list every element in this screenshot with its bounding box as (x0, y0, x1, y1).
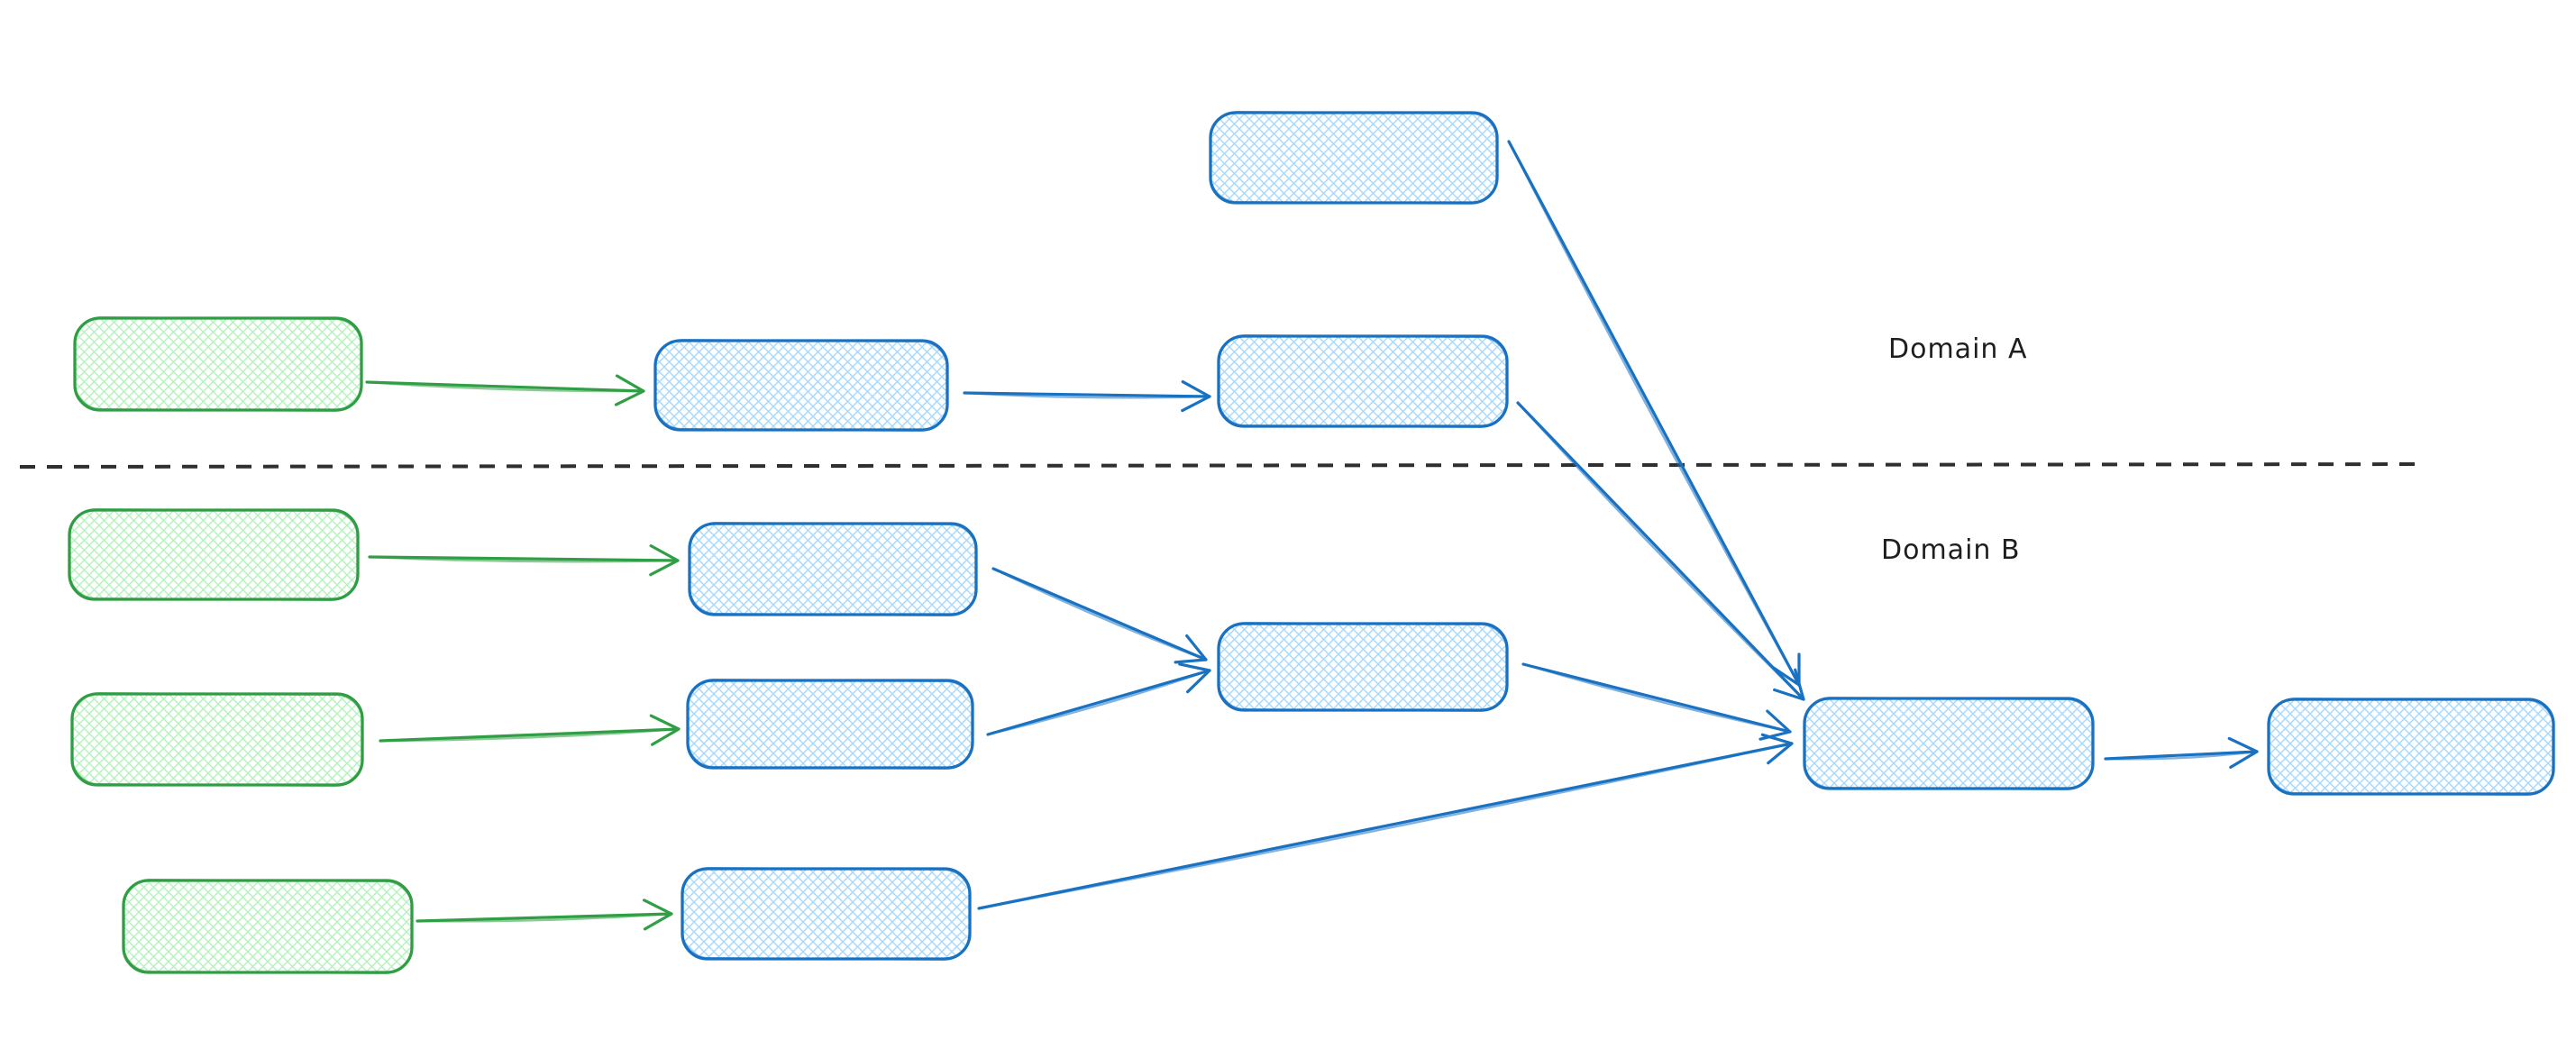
arrow-a-input-stage1[interactable] (365, 374, 645, 406)
arrow-b-input3-stage3-line (416, 898, 673, 931)
arrow-b-stage2-merge-line (986, 662, 1211, 736)
box-output-sketch-outline (2267, 697, 2555, 797)
arrow-a-top-hub-line (1507, 140, 1801, 687)
box-b-stage1[interactable] (688, 521, 978, 617)
divider-layer (19, 462, 2427, 469)
arrow-b-input1-stage1[interactable] (368, 544, 680, 577)
box-a-stage1-sketch-outline (653, 338, 949, 433)
arrow-a-input-stage1-line (365, 374, 645, 406)
box-b-stage2-rect (686, 679, 974, 770)
arrow-b-merge-hub-line (1521, 662, 1792, 741)
box-output-rect (2267, 698, 2555, 796)
box-b-input1[interactable] (68, 507, 360, 602)
box-a-stage1[interactable] (653, 338, 949, 433)
label-domain-b[interactable]: Domain B (1881, 534, 2021, 566)
box-a-stage1-rect (653, 339, 949, 432)
box-b-input1-sketch-outline (68, 507, 360, 602)
box-b-input3-rect (122, 879, 414, 974)
arrow-b-merge-hub[interactable] (1521, 662, 1792, 741)
arrow-b-stage3-hub-line (977, 733, 1794, 910)
arrow-a-top-hub[interactable] (1507, 140, 1801, 687)
box-a-top[interactable] (1209, 110, 1499, 205)
arrow-a-stage2-hub[interactable] (1516, 401, 1805, 701)
arrow-b-stage2-merge[interactable] (986, 662, 1211, 736)
arrow-b-stage3-hub[interactable] (977, 733, 1794, 910)
box-a-input-sketch-outline (73, 315, 363, 413)
domain-divider-dashed-line[interactable] (19, 462, 2427, 469)
arrow-a-stage2-hub-line (1516, 401, 1805, 701)
box-a-top-sketch-outline (1209, 110, 1499, 205)
box-a-stage2-rect (1217, 334, 1509, 428)
box-b-input3[interactable] (122, 878, 414, 975)
edges-layer (365, 140, 2259, 931)
nodes-layer (68, 110, 2555, 975)
box-a-stage2-sketch-outline (1217, 333, 1509, 429)
box-a-stage2[interactable] (1217, 333, 1509, 429)
box-hub-rect (1803, 697, 2095, 790)
box-b-stage3-sketch-outline (681, 866, 972, 962)
arrow-a-stage1-stage2[interactable] (963, 379, 1211, 413)
box-b-stage1-sketch-outline (688, 521, 978, 617)
box-a-input-rect (73, 316, 363, 412)
box-hub-sketch-outline (1803, 696, 2095, 791)
box-b-stage1-rect (688, 522, 978, 616)
box-b-input1-rect (68, 508, 360, 601)
box-a-input[interactable] (73, 315, 363, 413)
box-b-merge-rect (1217, 622, 1509, 712)
box-output[interactable] (2267, 697, 2555, 797)
box-b-merge[interactable] (1217, 621, 1509, 713)
box-b-input2-sketch-outline (70, 691, 364, 788)
arrow-b-input3-stage3[interactable] (416, 898, 673, 931)
arrow-hub-output[interactable] (2104, 736, 2259, 770)
box-b-stage3-rect (681, 867, 972, 961)
box-hub[interactable] (1803, 696, 2095, 791)
box-a-top-rect (1209, 111, 1499, 205)
label-domain-a[interactable]: Domain A (1888, 333, 2028, 365)
arrow-b-stage1-merge[interactable] (991, 567, 1208, 664)
arrow-b-input1-stage1-line (368, 544, 680, 577)
arrow-b-input2-stage2-line (379, 714, 681, 746)
box-b-stage3[interactable] (681, 866, 972, 962)
box-b-input2-rect (70, 692, 364, 787)
box-b-stage2[interactable] (686, 678, 974, 771)
box-b-stage2-sketch-outline (686, 678, 974, 771)
arrow-a-stage1-stage2-line (963, 379, 1211, 413)
arrow-hub-output-line (2104, 736, 2259, 770)
box-b-input2[interactable] (70, 691, 364, 788)
box-b-input3-sketch-outline (122, 878, 414, 975)
arrow-b-input2-stage2[interactable] (379, 714, 681, 746)
arrow-b-stage1-merge-line (991, 567, 1208, 664)
box-b-merge-sketch-outline (1217, 621, 1509, 713)
